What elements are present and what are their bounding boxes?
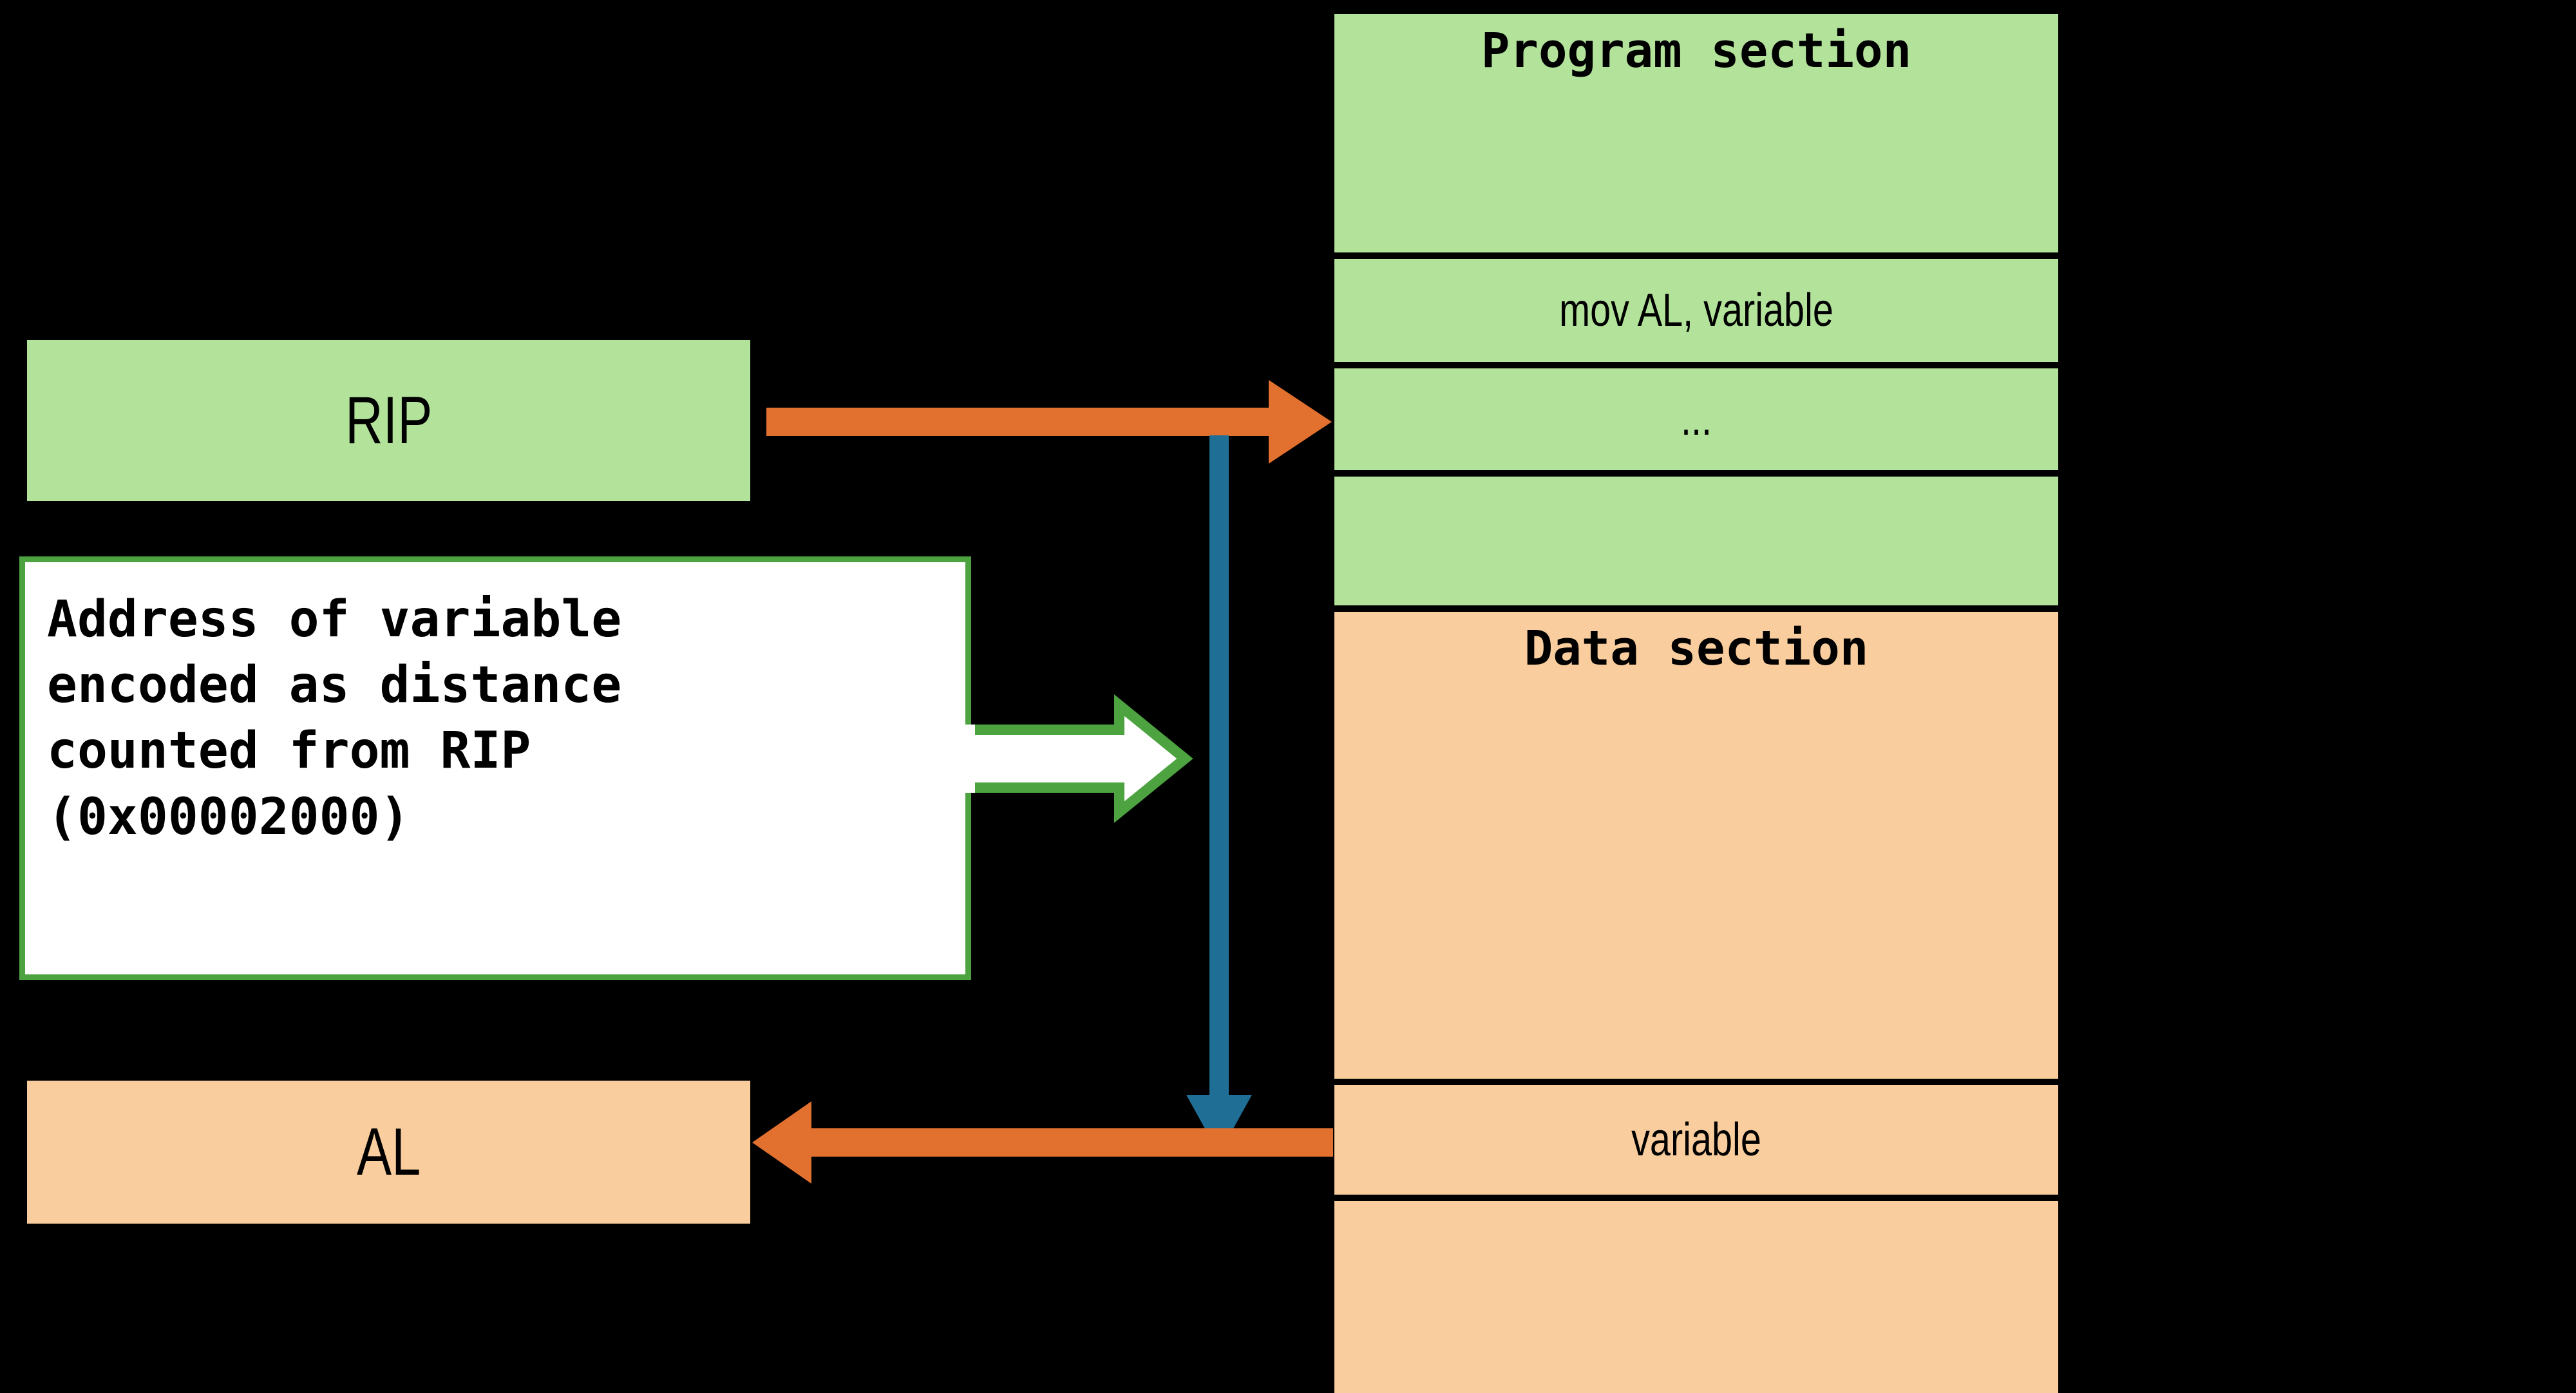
memory-row-data-section-header: Data section bbox=[1334, 612, 2058, 1085]
register-box-rip: RIP bbox=[27, 340, 750, 501]
arrow-callout-pointer-icon bbox=[961, 694, 1193, 823]
callout-line-4: (0x00002000) bbox=[47, 788, 410, 846]
callout-line-3: counted from RIP bbox=[47, 722, 531, 781]
memory-row-program-filler bbox=[1334, 477, 2058, 612]
memory-row-ellipsis: ... bbox=[1334, 368, 2058, 477]
memory-layout-table: Program section mov AL, variable ... Dat… bbox=[1334, 14, 2058, 1393]
arrow-variable-to-al-icon bbox=[752, 1101, 1333, 1184]
arrow-fetch-down-icon bbox=[1186, 435, 1252, 1154]
callout-box-address-encoding: Address of variable encoded as distance … bbox=[19, 556, 971, 980]
memory-row-variable: variable bbox=[1334, 1085, 2058, 1201]
instruction-label: mov AL, variable bbox=[1559, 285, 1833, 336]
callout-line-1: Address of variable bbox=[47, 591, 622, 649]
program-section-label: Program section bbox=[1481, 23, 1912, 79]
register-al-label: AL bbox=[356, 1115, 421, 1189]
memory-row-data-filler bbox=[1334, 1201, 2058, 1393]
ellipsis-label: ... bbox=[1680, 393, 1712, 445]
register-rip-label: RIP bbox=[345, 383, 433, 458]
memory-row-program-section-header: Program section bbox=[1334, 14, 2058, 259]
memory-row-instruction: mov AL, variable bbox=[1334, 259, 2058, 368]
callout-line-2: encoded as distance bbox=[47, 656, 622, 715]
arrow-rip-to-instruction-icon bbox=[766, 380, 1332, 464]
data-section-label: Data section bbox=[1524, 621, 1869, 676]
register-box-al: AL bbox=[27, 1081, 750, 1224]
variable-label: variable bbox=[1631, 1114, 1761, 1166]
